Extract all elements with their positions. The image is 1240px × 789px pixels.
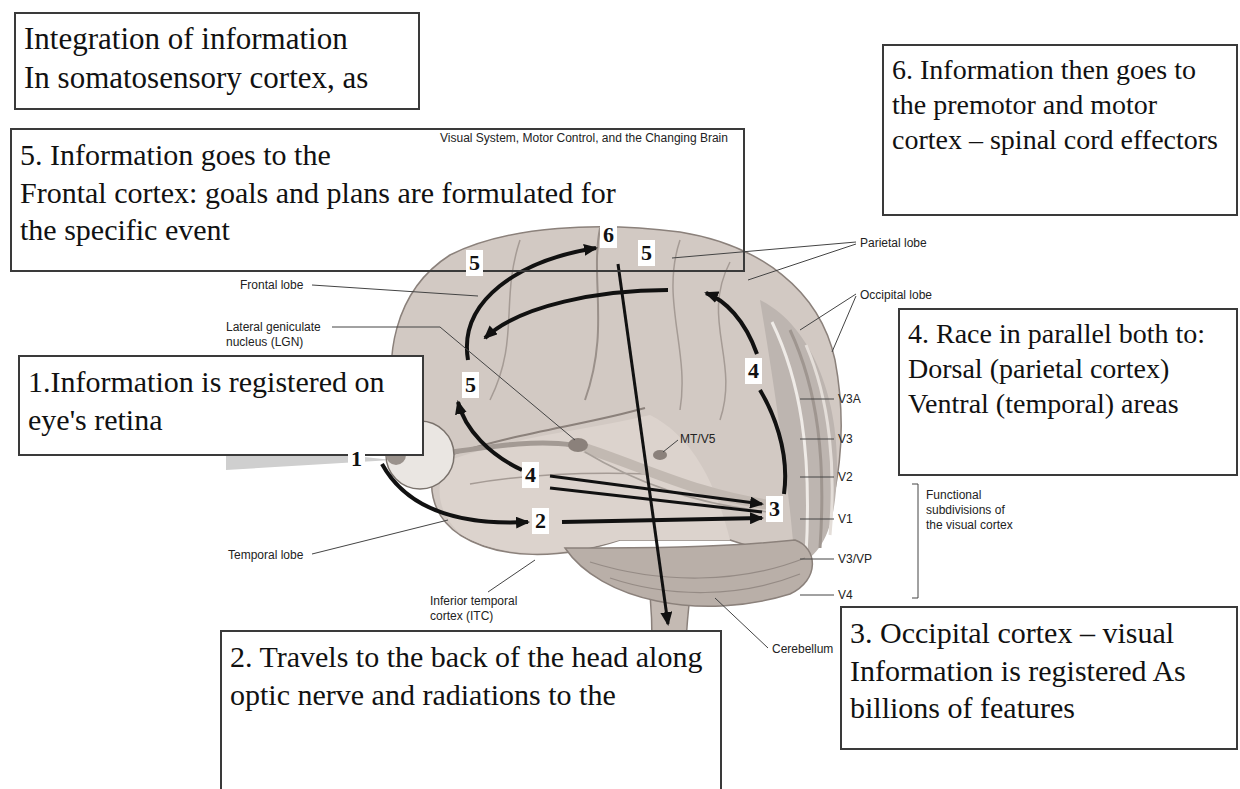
- callout-text: 4. Race in parallel both to: Dorsal (par…: [908, 316, 1228, 421]
- lgn-nucleus: [568, 438, 588, 452]
- part-label: V1: [838, 512, 853, 527]
- part-label: Parietal lobe: [860, 236, 927, 251]
- callout-number: 4: [745, 358, 762, 384]
- visual-cortex-band: [806, 345, 832, 535]
- leader-line: [832, 296, 856, 352]
- part-label: V3A: [838, 392, 861, 407]
- flow-arrow: [706, 293, 757, 354]
- callout-number: 4: [522, 462, 539, 488]
- part-label: Inferior temporal cortex (ITC): [430, 594, 540, 624]
- callout-number: 3: [766, 496, 783, 522]
- cerebellum-folia: [610, 574, 800, 593]
- callout-box: 2. Travels to the back of the head along…: [220, 630, 722, 789]
- leader-line: [800, 519, 834, 520]
- callout-text: 6. Information then goes to the premotor…: [892, 52, 1228, 157]
- flow-arrow: [562, 518, 762, 522]
- leader-line: [672, 242, 856, 258]
- leader-line: [715, 598, 768, 648]
- leader-line: [748, 244, 856, 280]
- part-label: Temporal lobe: [228, 548, 303, 563]
- sulcus: [673, 240, 682, 410]
- flow-arrow: [550, 488, 762, 512]
- part-label: Occipital lobe: [860, 288, 932, 303]
- flow-arrow: [618, 264, 668, 624]
- callout-box: 1.Information is registered on eye's ret…: [18, 355, 424, 456]
- callout-box: Integration of information In somatosens…: [14, 12, 420, 110]
- leader-line: [312, 520, 448, 554]
- part-label: V3/VP: [838, 552, 872, 567]
- leader-line: [800, 477, 834, 478]
- leader-line: [800, 294, 856, 330]
- leader-line: [663, 440, 678, 452]
- callout-number: 1: [348, 446, 365, 472]
- leader-line: [800, 399, 834, 400]
- cerebellum: [565, 540, 812, 606]
- callout-box: 4. Race in parallel both to: Dorsal (par…: [898, 308, 1238, 476]
- cerebellum-folia: [590, 558, 805, 578]
- optic-nerve: [452, 443, 572, 452]
- callout-box: 3. Occipital cortex – visual Information…: [840, 606, 1238, 750]
- callout-text: 2. Travels to the back of the head along…: [230, 638, 712, 713]
- callout-box: 5. Information goes to the Frontal corte…: [10, 128, 745, 272]
- part-label: V3: [838, 432, 853, 447]
- flow-arrow: [458, 402, 522, 470]
- callout-box: 6. Information then goes to the premotor…: [882, 44, 1238, 216]
- flow-arrow: [382, 464, 528, 522]
- callout-text: 3. Occipital cortex – visual Information…: [850, 614, 1228, 727]
- leader-line: [800, 595, 834, 596]
- cerebrum: [392, 227, 842, 555]
- bracket: [912, 484, 918, 598]
- callout-number: 5: [638, 240, 655, 266]
- part-label: Frontal lobe: [240, 278, 303, 293]
- callout-text: Integration of information In somatosens…: [24, 20, 376, 98]
- part-label: Cerebellum: [772, 642, 833, 657]
- visual-cortex-area: [760, 300, 837, 565]
- part-label: MT/V5: [680, 432, 715, 447]
- leader-line: [800, 559, 834, 560]
- part-label: Visual System, Motor Control, and the Ch…: [440, 131, 728, 146]
- callout-number: 6: [600, 222, 617, 248]
- part-label: V2: [838, 470, 853, 485]
- mt-area: [653, 450, 667, 460]
- callout-number: 2: [532, 508, 549, 534]
- lateral-sulcus: [450, 408, 645, 455]
- flow-arrow: [467, 248, 596, 360]
- callout-number: 5: [466, 250, 483, 276]
- part-label: Lateral geniculate nucleus (LGN): [226, 320, 344, 350]
- callout-number: 5: [462, 372, 479, 398]
- central-sulcus: [585, 228, 600, 400]
- part-label: V4: [838, 588, 853, 603]
- flow-arrow: [485, 290, 668, 338]
- leader-line: [312, 285, 478, 296]
- leader-line: [800, 439, 834, 440]
- part-label: Functional subdivisions of the visual co…: [926, 488, 1021, 533]
- callout-text: 5. Information goes to the Frontal corte…: [20, 136, 650, 249]
- leader-line: [488, 560, 535, 592]
- sulcus: [718, 262, 730, 420]
- callout-text: 1.Information is registered on eye's ret…: [28, 363, 414, 438]
- flow-arrow: [760, 390, 785, 494]
